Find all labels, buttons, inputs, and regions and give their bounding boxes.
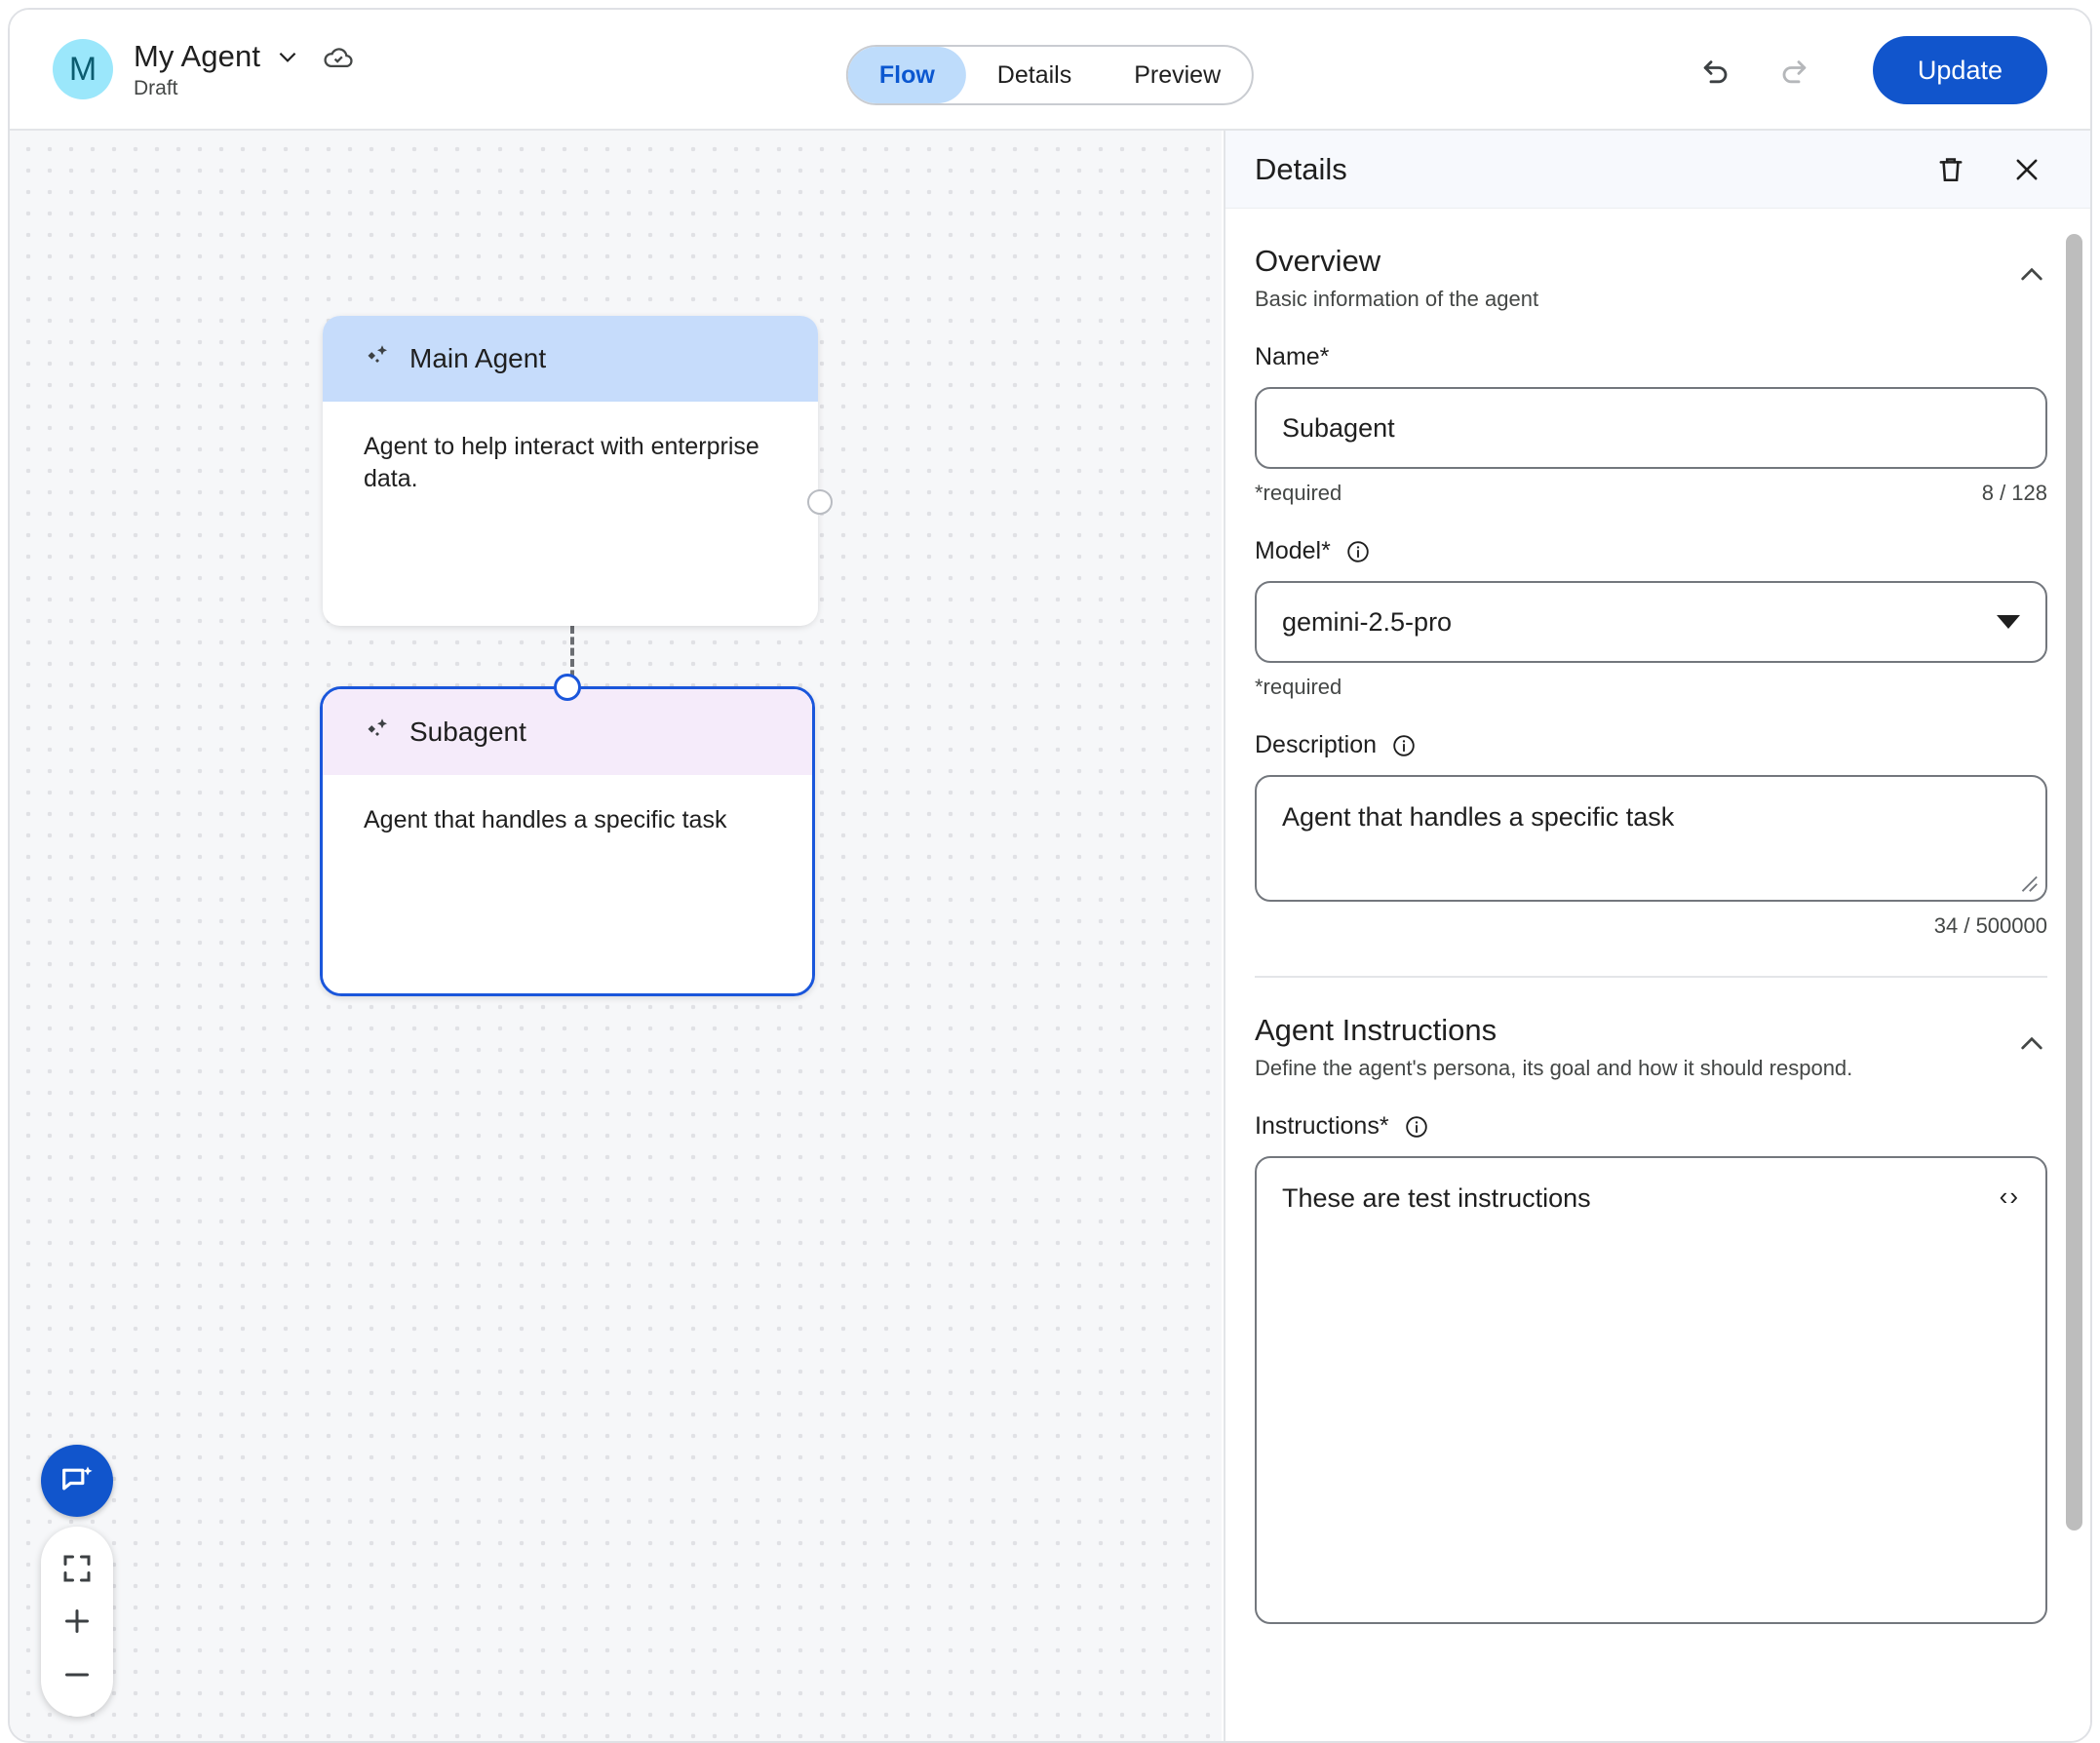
description-value: Agent that handles a specific task [1282, 802, 1675, 832]
panel-scrollbar-thumb[interactable] [2066, 234, 2082, 1530]
section-title: Agent Instructions [1255, 1013, 1497, 1047]
details-panel-body[interactable]: Overview Basic information of the agent … [1225, 209, 2090, 1741]
node-description: Agent that handles a specific task [364, 806, 727, 833]
section-agent-instructions-header: Agent Instructions Define the agent's pe… [1255, 978, 2047, 1081]
model-required-note: *required [1255, 675, 1342, 699]
name-label: Name* [1255, 343, 1330, 370]
trash-icon[interactable] [1930, 149, 1971, 190]
description-label: Description [1255, 731, 1378, 758]
status-badge: Draft [134, 76, 178, 99]
chevron-down-icon[interactable] [275, 44, 300, 69]
name-input[interactable]: Subagent [1255, 387, 2047, 469]
info-icon[interactable] [1403, 1113, 1430, 1141]
app-window: M My Agent Draft [8, 8, 2092, 1743]
top-bar-actions: Update [1695, 10, 2047, 131]
details-panel: Details Overview Basic information of [1224, 131, 2090, 1741]
caret-down-icon [1997, 615, 2020, 629]
cloud-done-icon [315, 40, 355, 73]
sparkle-icon [364, 342, 393, 376]
info-icon[interactable] [1390, 732, 1418, 759]
field-instructions: Instructions* These are test instruction… [1255, 1112, 2047, 1624]
description-textarea[interactable]: Agent that handles a specific task [1255, 775, 2047, 902]
view-tabs: Flow Details Preview [845, 45, 1255, 105]
chat-sparkle-icon[interactable] [41, 1445, 113, 1517]
undo-icon[interactable] [1695, 50, 1736, 91]
node-title: Main Agent [409, 343, 547, 373]
agent-brand: M My Agent Draft [53, 39, 355, 100]
node-connection-handle-top[interactable] [554, 674, 581, 701]
update-button[interactable]: Update [1872, 36, 2047, 104]
model-label: Model* [1255, 537, 1331, 564]
instructions-textarea[interactable]: These are test instructions ‹› [1255, 1156, 2047, 1624]
top-bar: M My Agent Draft [10, 10, 2090, 131]
flow-node-subagent[interactable]: Subagent Agent that handles a specific t… [320, 674, 815, 996]
code-brackets-icon[interactable]: ‹› [1999, 1181, 2020, 1211]
fit-screen-icon[interactable] [56, 1547, 98, 1590]
name-required-note: *required [1255, 481, 1342, 505]
minus-icon[interactable] [56, 1653, 98, 1696]
node-connection-handle-right[interactable] [807, 489, 833, 515]
field-model: Model* gemini-2.5-pro *required [1255, 537, 2047, 700]
section-overview-header: Overview Basic information of the agent [1255, 209, 2047, 312]
details-panel-header: Details [1225, 131, 2090, 209]
avatar: M [53, 39, 113, 99]
tab-details[interactable]: Details [996, 60, 1072, 89]
section-subtitle: Define the agent's persona, its goal and… [1255, 1056, 1853, 1080]
model-selected-value: gemini-2.5-pro [1282, 606, 1453, 637]
panel-scrollbar[interactable] [2063, 213, 2084, 1735]
chevron-up-icon[interactable] [2016, 244, 2047, 295]
panel-title: Details [1255, 151, 1347, 186]
page-title: My Agent [134, 38, 261, 73]
field-name: Name* Subagent *required 8 / 128 [1255, 343, 2047, 506]
node-description: Agent to help interact with enterprise d… [364, 433, 759, 492]
instructions-label: Instructions* [1255, 1112, 1389, 1140]
tab-flow[interactable]: Flow [847, 47, 966, 103]
section-subtitle: Basic information of the agent [1255, 287, 1539, 311]
info-icon[interactable] [1344, 538, 1372, 565]
description-counter: 34 / 500000 [1933, 913, 2047, 938]
redo-icon[interactable] [1773, 50, 1814, 91]
close-icon[interactable] [2006, 149, 2047, 190]
plus-icon[interactable] [56, 1600, 98, 1643]
resize-grip-icon [2021, 875, 2038, 892]
instructions-value: These are test instructions [1282, 1183, 1591, 1213]
model-select[interactable]: gemini-2.5-pro [1255, 581, 2047, 663]
section-title: Overview [1255, 244, 1381, 278]
chevron-up-icon[interactable] [2016, 1013, 2047, 1065]
canvas-zoom-controls [41, 1527, 113, 1717]
flow-canvas[interactable]: Main Agent Agent to help interact with e… [10, 131, 1222, 1741]
sparkle-icon [364, 716, 393, 750]
flow-node-main-agent[interactable]: Main Agent Agent to help interact with e… [323, 316, 833, 626]
field-description: Description Agent that handles a specifi… [1255, 731, 2047, 939]
flow-edge [570, 626, 574, 700]
section-divider [1255, 976, 2047, 978]
tab-preview[interactable]: Preview [1134, 60, 1222, 89]
name-counter: 8 / 128 [1981, 481, 2047, 505]
node-title: Subagent [409, 717, 526, 747]
